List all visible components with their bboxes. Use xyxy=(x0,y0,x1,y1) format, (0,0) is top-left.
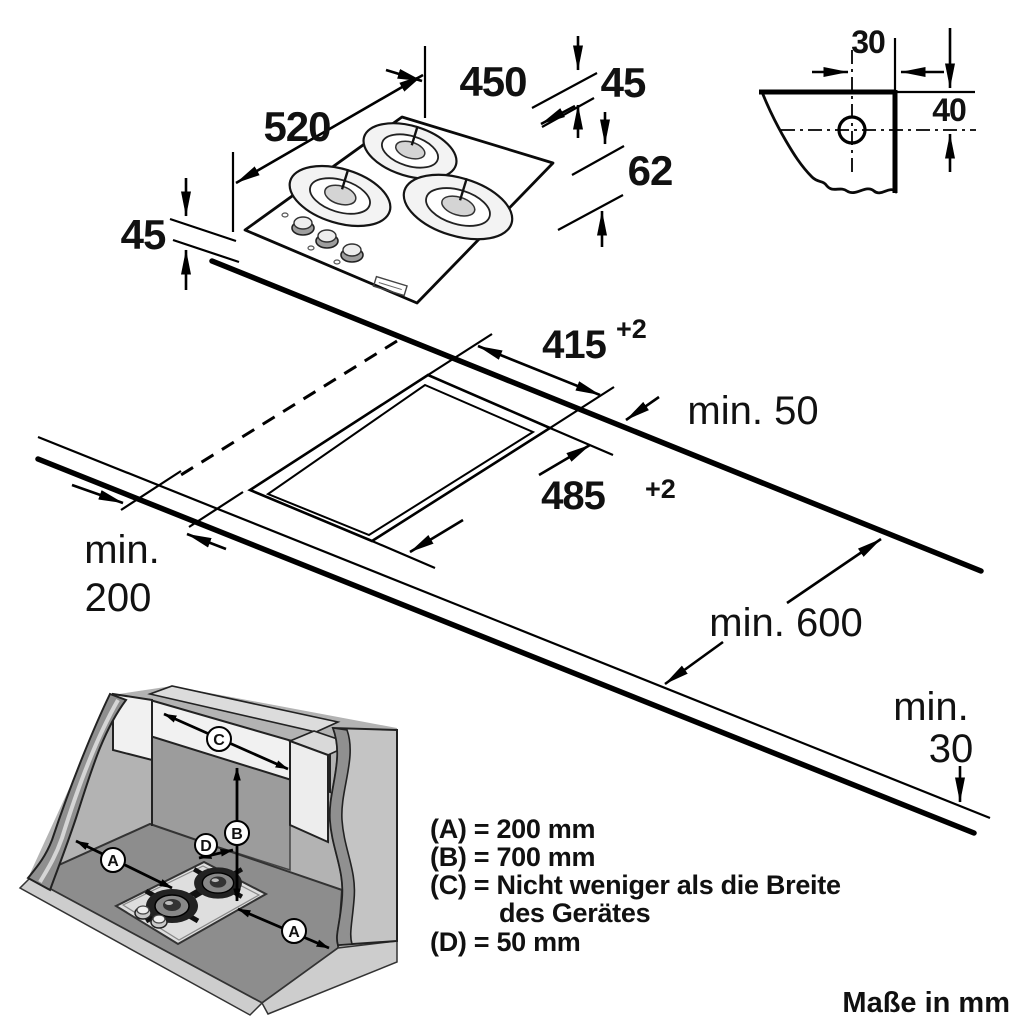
legend-row-d: (D) = 50 mm xyxy=(430,927,581,957)
tick-worktop-level xyxy=(541,97,595,128)
legend-row-c2: des Gerätes xyxy=(499,898,650,928)
dim-62-label: 62 xyxy=(628,147,673,194)
dim-line-415 xyxy=(477,344,601,397)
cabinet-niche-view: A A B C D xyxy=(18,685,398,1016)
cutout-inner xyxy=(265,383,536,537)
circle-label-b: B xyxy=(224,820,250,846)
floor-front-band xyxy=(18,877,264,1016)
dim-485-tolerance: +2 xyxy=(645,474,676,504)
dim-min50-label: min. 50 xyxy=(687,389,818,433)
tick-min200-right xyxy=(188,491,244,528)
dim-485-label: 485 xyxy=(541,474,605,518)
burner-right xyxy=(402,173,514,241)
dim-min600-label: min. 600 xyxy=(709,601,862,645)
worktop-corner-piece xyxy=(759,90,897,195)
legend-row-b: (B) = 700 mm xyxy=(430,842,595,872)
dim-30-label: 30 xyxy=(851,24,885,60)
dim-line-520 xyxy=(235,73,424,185)
side-wall-dashed-line xyxy=(175,339,398,480)
dim-45-left-label: 45 xyxy=(121,211,166,258)
dim-arrow-450-left xyxy=(385,68,423,83)
tick-45l-top xyxy=(169,217,237,243)
tick-hob-top xyxy=(531,72,598,109)
label-a2-text: A xyxy=(288,924,300,941)
label-c-text: C xyxy=(213,732,225,749)
tick-min200-left xyxy=(120,470,182,511)
label-d-text: D xyxy=(200,838,212,855)
inset-burner-rear xyxy=(192,867,244,899)
label-b-text: B xyxy=(231,826,243,843)
worktop-front-edge-top xyxy=(37,435,991,820)
corner-detail-view: 30 40 xyxy=(759,24,976,195)
units-note: Maße in mm xyxy=(842,987,1010,1019)
dim-min30-label-line1: min. xyxy=(893,685,969,729)
ext-line-415-left xyxy=(427,333,493,376)
inset-knob-2-top xyxy=(152,914,166,924)
dim-arrow-min200-left xyxy=(71,483,124,505)
dim-415-label: 415 xyxy=(542,323,606,367)
dimension-legend: (A) = 200 mm (B) = 700 mm (C) = Nicht we… xyxy=(430,814,841,957)
dim-arrow-450-right xyxy=(540,104,576,126)
worktop-front-edge-bottom xyxy=(35,456,977,836)
legend-row-a: (A) = 200 mm xyxy=(430,814,595,844)
dim-arrow-485-top xyxy=(538,443,591,477)
rating-label xyxy=(372,275,408,297)
label-a1-text: A xyxy=(107,853,119,870)
dim-45-right-label: 45 xyxy=(601,59,646,106)
worktop-rear-edge xyxy=(209,258,984,574)
circle-label-c: C xyxy=(206,726,232,752)
dim-min200-label-line2: 200 xyxy=(85,576,152,620)
ext-line-485-bottom xyxy=(371,539,436,570)
dim-min30-label-line2: 30 xyxy=(929,727,974,771)
dim-450-label: 450 xyxy=(459,58,526,105)
left-wall-highlight xyxy=(38,699,120,884)
tick-45l-bottom xyxy=(172,238,240,264)
dim-520-label: 520 xyxy=(263,103,330,150)
inset-knob-1-top xyxy=(136,905,150,915)
circle-label-d: D xyxy=(194,833,218,857)
ext-line-415-right xyxy=(549,386,615,429)
circle-label-a1: A xyxy=(100,847,126,873)
control-knobs xyxy=(281,212,364,265)
circle-label-a2: A xyxy=(281,918,307,944)
tick-62-bottom xyxy=(557,194,624,231)
right-wall-cut-band xyxy=(329,727,356,946)
dim-arrow-min200-right xyxy=(186,532,227,551)
dim-415-tolerance: +2 xyxy=(616,314,647,344)
ext-line-485-top xyxy=(549,426,614,457)
dim-min200-label-line1: min. xyxy=(84,528,160,572)
worktop-installation-view: 415 +2 min. 50 485 +2 min. 200 min. 600 … xyxy=(35,258,991,836)
dim-arrow-min600-bottom xyxy=(664,640,724,686)
dim-arrow-min600-top xyxy=(786,537,882,605)
tick-62-top xyxy=(571,145,625,176)
right-pillar-front xyxy=(289,739,329,844)
dim-arrow-min50 xyxy=(625,395,660,422)
legend-row-c: (C) = Nicht weniger als die Breite xyxy=(430,870,841,900)
dim-arrow-485-bottom xyxy=(409,518,464,554)
dim-40-label: 40 xyxy=(932,92,966,128)
hob-top-view: 520 450 45 62 45 xyxy=(121,36,673,305)
